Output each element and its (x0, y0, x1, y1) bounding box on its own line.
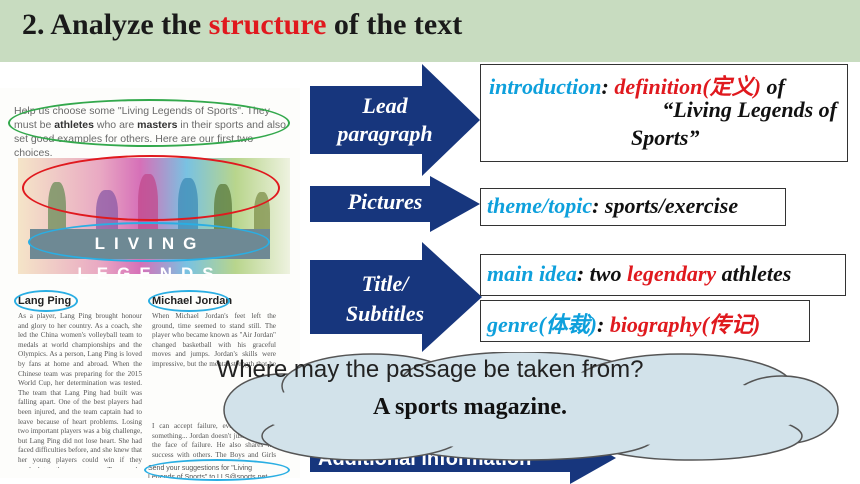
arrow-shape (310, 64, 480, 176)
genre-value: biography(传记) (609, 312, 761, 337)
arrow-label-paragraph: paragraph (337, 121, 433, 146)
pictures-arrow: Pictures (310, 176, 480, 232)
subtitle-ellipse-left (14, 290, 78, 312)
main-idea-box: main idea: two legendary athletes (480, 254, 846, 296)
lead-paragraph-ellipse (8, 99, 290, 147)
main-idea-label: main idea (487, 261, 577, 286)
title-prefix: 2. Analyze the (22, 8, 202, 41)
additional-info-ellipse (144, 459, 290, 481)
theme-topic-box: theme/topic: sports/exercise (480, 188, 786, 226)
thought-cloud (223, 352, 839, 461)
main-idea-colon: : (576, 261, 585, 286)
subtitle-ellipse-right (148, 290, 230, 312)
intro-colon: : (601, 74, 609, 99)
intro-line-1: introduction: definition(定义) of (489, 69, 785, 101)
theme-label: theme/topic (487, 193, 593, 218)
title-ellipse (28, 222, 270, 262)
cloud-question: Where may the passage be taken from? (216, 356, 644, 383)
genre-box: genre(体裁): biography(传记) (480, 300, 810, 342)
introduction-box: introduction: definition(定义) of “Living … (480, 64, 848, 162)
theme-value: : sports/exercise (592, 193, 739, 218)
genre-label: genre(体裁) (487, 312, 597, 337)
main-idea-line: main idea: two legendary athletes (487, 261, 791, 287)
lang-ping-text: As a player, Lang Ping brought honour an… (18, 312, 142, 468)
arrow-label-pictures: Pictures (347, 189, 423, 214)
title-suffix: of the text (333, 8, 463, 41)
header-bar: 2. Analyze the structure of the text (0, 0, 860, 62)
cloud-answer: A sports magazine. (373, 394, 567, 420)
main-idea-highlight: legendary (626, 261, 717, 286)
main-idea-post: athletes (716, 261, 792, 286)
genre-line: genre(体裁): biography(传记) (487, 307, 760, 339)
arrow-label-subtitles: Subtitles (345, 301, 425, 326)
intro-line-2: “Living Legends of (662, 97, 837, 122)
genre-colon: : (596, 312, 610, 337)
intro-line-3: Sports” (631, 125, 700, 150)
title-highlight: structure (208, 8, 327, 41)
michael-jordan-text: When Michael Jordan's feet left the grou… (152, 312, 276, 370)
main-idea-pre: two (584, 261, 627, 286)
arrow-shape (310, 242, 482, 352)
arrow-shape (310, 176, 480, 232)
lead-paragraph-arrow: Lead paragraph (310, 64, 480, 176)
arrow-label-lead: Lead (362, 93, 408, 118)
arrow-label-title: Title/ (361, 271, 409, 296)
slide-title: 2. Analyze the structure of the text (22, 8, 462, 42)
intro-definition: definition(定义) (614, 74, 761, 99)
intro-label: introduction (489, 74, 602, 99)
theme-line: theme/topic: sports/exercise (487, 193, 738, 219)
title-subtitles-arrow: Title/ Subtitles (310, 242, 482, 352)
intro-of: of (760, 74, 785, 99)
pictures-ellipse (22, 155, 280, 221)
michael-jordan-text-continued: I can accept failure, everyone fails at … (152, 422, 276, 459)
